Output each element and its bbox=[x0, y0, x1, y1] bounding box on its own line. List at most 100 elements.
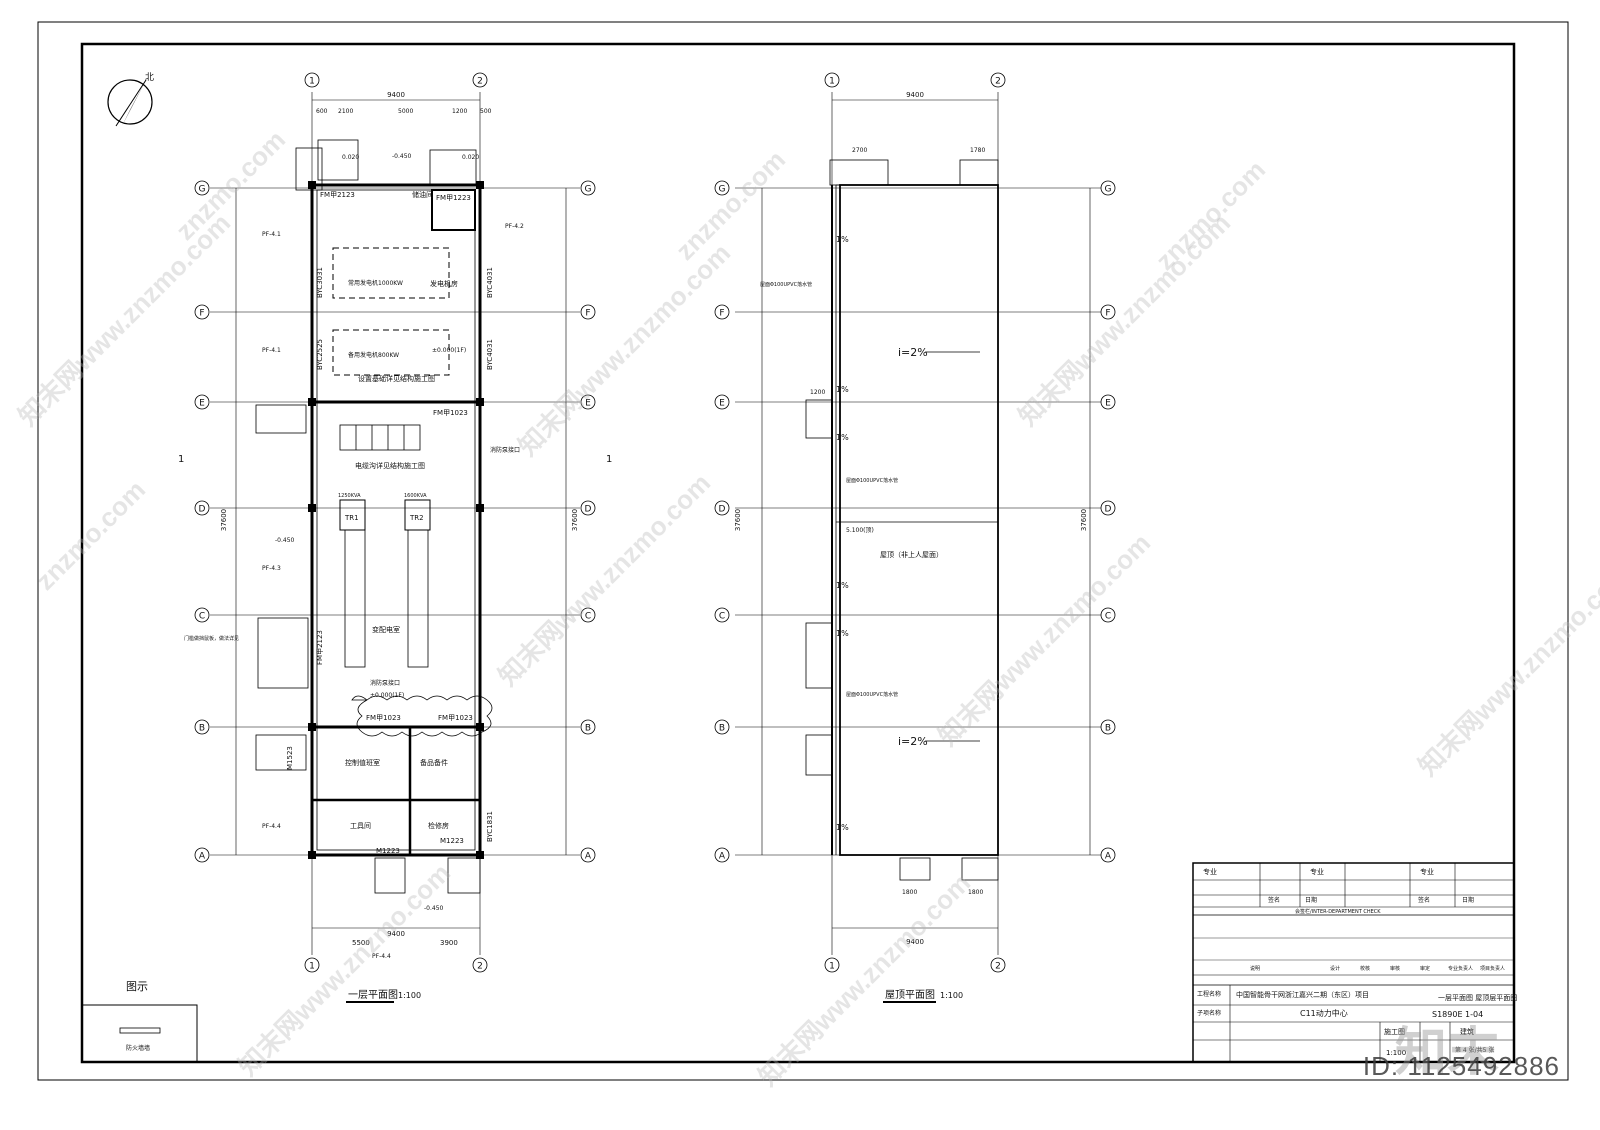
cable-trench bbox=[339, 424, 421, 451]
tb-header: 专业 bbox=[1310, 867, 1324, 876]
window-label: BYC3031 bbox=[316, 267, 324, 298]
tb-rev-col: 专业负责人 bbox=[1448, 965, 1473, 972]
watermark-id: ID: 1125492886 bbox=[1362, 1051, 1560, 1081]
grid-bubble-label: A bbox=[199, 852, 206, 862]
tb-date: 日期 bbox=[1462, 896, 1474, 904]
tb-date: 日期 bbox=[1305, 896, 1317, 904]
grid-bubble-label: G bbox=[585, 185, 592, 195]
slope-mark: 1% bbox=[836, 433, 849, 442]
tb-drawing-name: 一层平面图 屋顶层平面图 bbox=[1438, 994, 1517, 1002]
sheet-inner-frame bbox=[80, 42, 1516, 1064]
grid-bubble-label: E bbox=[199, 399, 205, 409]
grid-bubble-label: 2 bbox=[477, 962, 483, 972]
roof-overall-width: 9400 bbox=[906, 91, 924, 99]
grid-bubble bbox=[194, 500, 210, 516]
tb-project-name: 中国智能骨干网浙江嘉兴二期（东区）项目 bbox=[1236, 990, 1369, 999]
grid-bubble bbox=[824, 72, 840, 88]
grid-bubble bbox=[990, 72, 1006, 88]
grid-bubble bbox=[472, 957, 488, 973]
tr1-rating: 1250KVA bbox=[338, 493, 361, 499]
grid-bubble bbox=[194, 394, 210, 410]
tb-rev-col: 校核 bbox=[1360, 965, 1370, 972]
drain-note: 屋面Φ100UPVC落水管 bbox=[760, 281, 812, 288]
plan2-grid-lines bbox=[735, 92, 1105, 955]
grid-bubble-label: 1 bbox=[309, 77, 315, 87]
room-spares: 备品备件 bbox=[420, 758, 448, 767]
grid-bubble-label: A bbox=[1105, 852, 1112, 862]
grid-bubble bbox=[472, 72, 488, 88]
grid-bubble bbox=[1100, 394, 1116, 410]
door-label: FM甲1023 bbox=[366, 714, 401, 722]
level-outdoor: -0.450 bbox=[392, 153, 412, 160]
tb-rev-col: 审核 bbox=[1390, 965, 1400, 972]
grid-bubble bbox=[714, 180, 730, 196]
tr2-label: TR2 bbox=[409, 514, 424, 522]
plan1-top-seg: 1200 bbox=[452, 108, 467, 115]
grid-bubble-label: B bbox=[719, 724, 725, 734]
drain-note: 屋面Φ100UPVC落水管 bbox=[846, 691, 898, 698]
fire-pump-note: 消防泵接口 bbox=[490, 446, 520, 454]
grid-bubble bbox=[1100, 607, 1116, 623]
grid-bubble bbox=[580, 500, 596, 516]
grid-bubble-label: 2 bbox=[995, 962, 1001, 972]
grid-bubble bbox=[580, 607, 596, 623]
grid-bubble-label: 1 bbox=[309, 962, 315, 972]
tb-header: 专业 bbox=[1420, 867, 1434, 876]
slope-mark: 1% bbox=[836, 385, 849, 394]
tb-project-label: 工程名称 bbox=[1197, 990, 1221, 998]
grid-bubble bbox=[194, 304, 210, 320]
plan1-bottom-total: 3900 bbox=[440, 939, 458, 947]
grid-bubble-label: D bbox=[1105, 505, 1112, 515]
door-label: M1223 bbox=[440, 837, 464, 845]
grid-bubble-label: 2 bbox=[477, 77, 483, 87]
roof-overall-length: 37600 bbox=[734, 509, 742, 531]
grid-bubble bbox=[1100, 847, 1116, 863]
roof-slope: i=2% bbox=[898, 735, 928, 748]
plan1-top-seg: 5000 bbox=[398, 108, 413, 115]
grid-bubble bbox=[194, 847, 210, 863]
roof-overall-width-bottom: 9400 bbox=[906, 938, 924, 946]
room-tools: 工具间 bbox=[350, 822, 371, 830]
pf-label: PF-4.1 bbox=[262, 347, 281, 354]
slope-mark: 1% bbox=[836, 235, 849, 244]
legend-item: 防火墙墙 bbox=[126, 1044, 150, 1052]
tb-unit-name: C11动力中心 bbox=[1300, 1008, 1348, 1018]
grid-bubble-label: B bbox=[585, 724, 591, 734]
room-repair: 检修房 bbox=[428, 821, 449, 830]
door-label: FM甲1023 bbox=[433, 409, 468, 417]
grid-bubble-label: 1 bbox=[829, 77, 835, 87]
window-label: BYC1831 bbox=[486, 811, 494, 842]
tb-sign: 签名 bbox=[1418, 896, 1430, 904]
plan1-grid-lines bbox=[210, 92, 580, 955]
grid-bubble bbox=[580, 304, 596, 320]
slope-mark: 1% bbox=[836, 823, 849, 832]
grid-bubble-label: E bbox=[1105, 399, 1111, 409]
grid-bubble bbox=[194, 607, 210, 623]
grid-bubble bbox=[1100, 719, 1116, 735]
roof-overall-length-right: 37600 bbox=[1080, 509, 1088, 531]
generator-pad-1 bbox=[332, 247, 450, 299]
grid-bubble-label: F bbox=[1105, 309, 1110, 319]
plan1-title: 一层平面图 bbox=[348, 989, 398, 1001]
legend-title: 图示 bbox=[126, 980, 148, 993]
grid-bubble-label: G bbox=[719, 185, 726, 195]
grid-bubble bbox=[714, 607, 730, 623]
roof-outline bbox=[839, 184, 999, 856]
window-label: BYC2525 bbox=[316, 339, 324, 370]
window-label: BYC4031 bbox=[486, 267, 494, 298]
legend-box bbox=[81, 1004, 198, 1063]
grid-bubble bbox=[990, 957, 1006, 973]
grid-bubble bbox=[194, 719, 210, 735]
door-label-vertical: FM甲2123 bbox=[316, 630, 324, 665]
grid-bubble-label: D bbox=[585, 505, 592, 515]
door-label: M1223 bbox=[376, 847, 400, 855]
window-label: BYC4031 bbox=[486, 339, 494, 370]
tb-sheet: 第 4 张/共5 张 bbox=[1455, 1046, 1494, 1054]
grid-bubble bbox=[580, 847, 596, 863]
grid-bubble-label: A bbox=[719, 852, 726, 862]
room-cable-trench: 电缆沟详见结构施工图 bbox=[355, 461, 425, 470]
grid-bubble-label: G bbox=[199, 185, 206, 195]
tr2-rating: 1600KVA bbox=[404, 493, 427, 499]
tb-dept-check: 会签栏/INTER-DEPARTMENT CHECK bbox=[1295, 908, 1381, 915]
